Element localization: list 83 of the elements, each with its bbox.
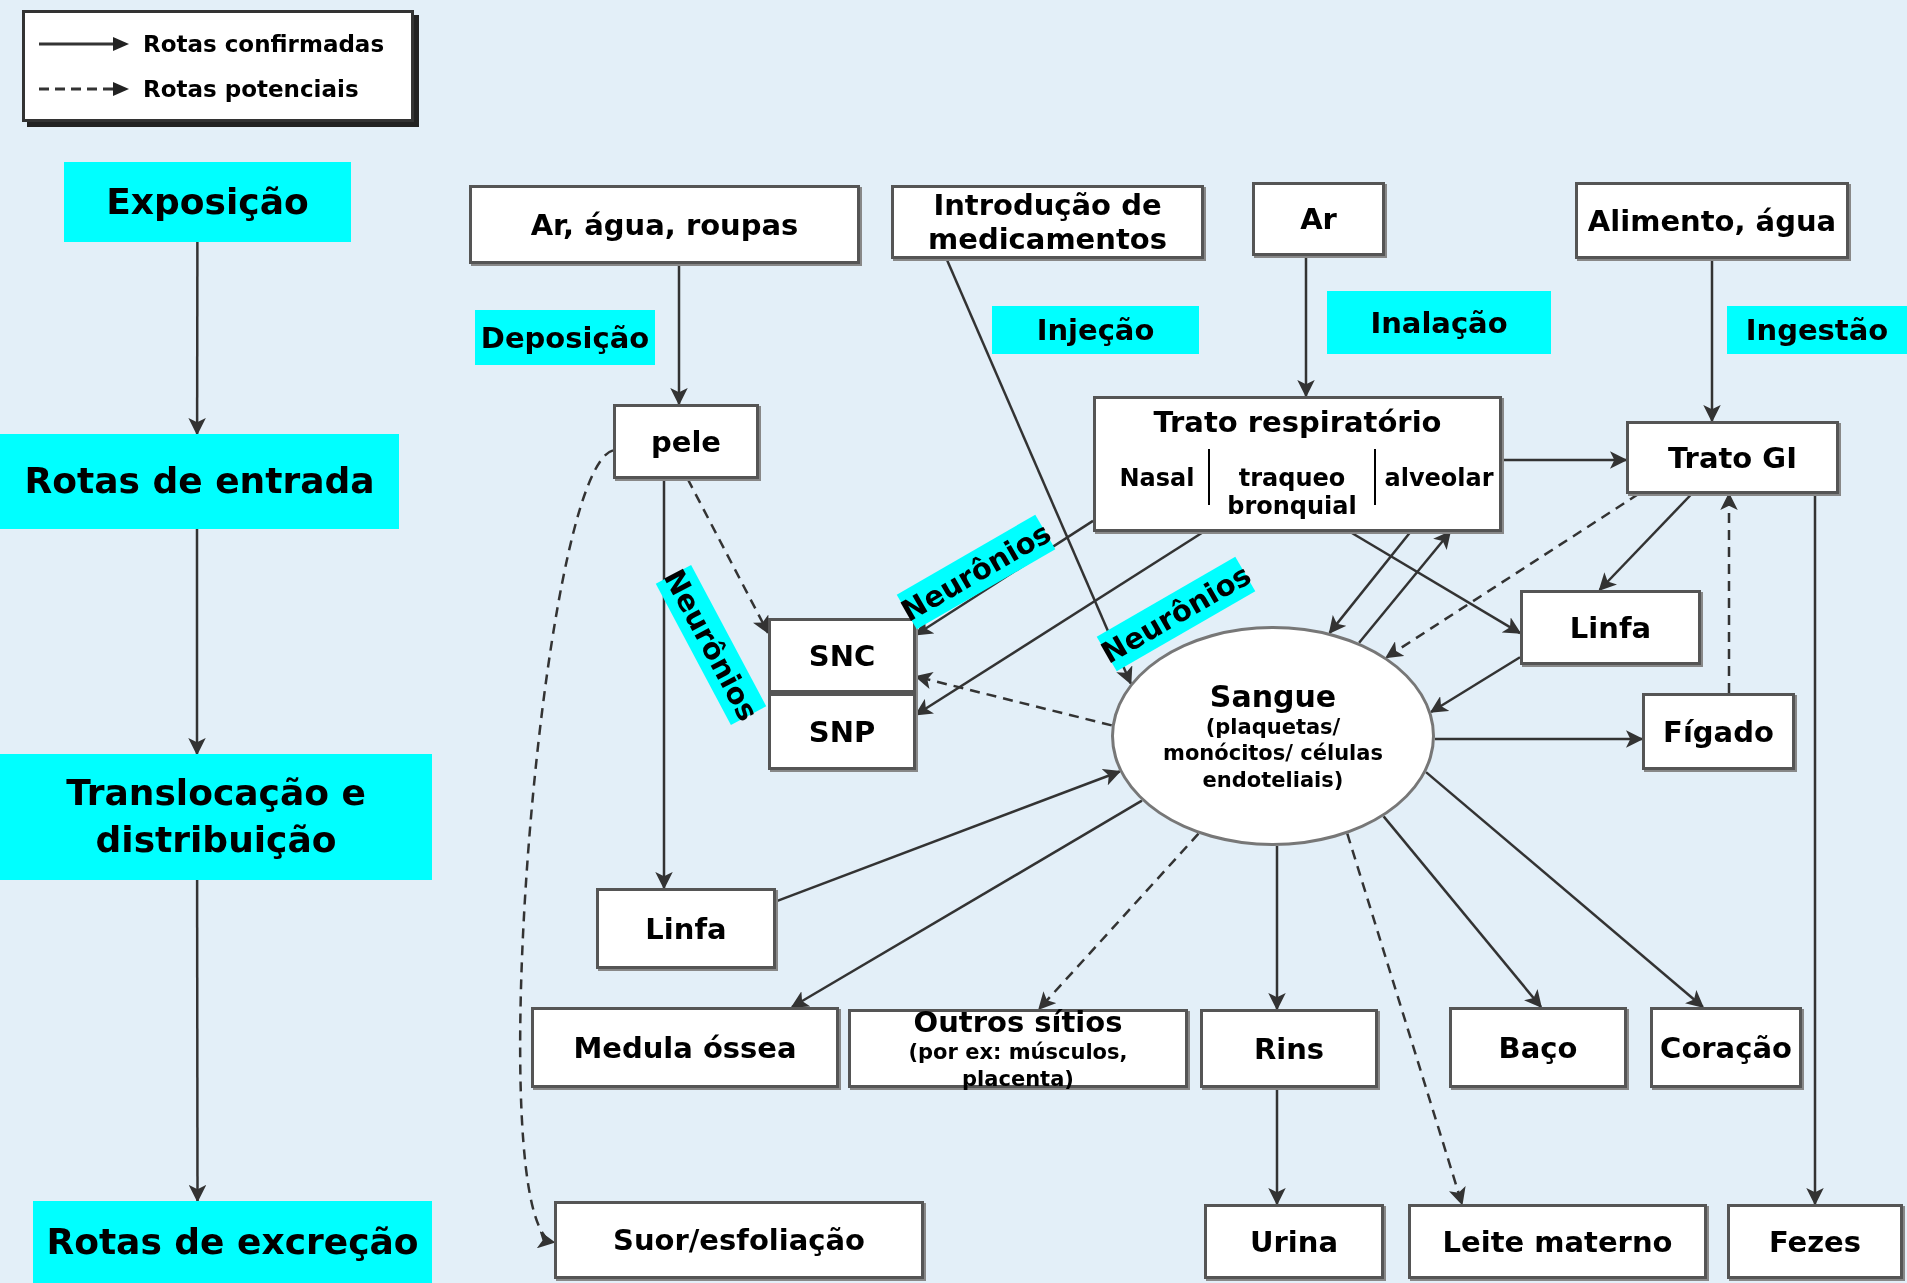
arrow xyxy=(1703,259,1721,423)
process-box xyxy=(1093,396,1502,532)
node-label: Introdução de medicamentos xyxy=(927,188,1168,256)
process-box xyxy=(848,1009,1188,1088)
dashed-arrow xyxy=(1346,833,1466,1206)
stage-box xyxy=(64,162,351,242)
node-label: Sangue xyxy=(1209,679,1337,715)
process-box xyxy=(596,888,776,969)
node-label: Trato GI xyxy=(1668,440,1797,475)
node-label: Rotas de entrada xyxy=(24,459,375,504)
node-label: Outros sítios xyxy=(913,1005,1123,1040)
node-label: Translocação e distribuição xyxy=(65,771,367,862)
stage-box xyxy=(33,1201,432,1283)
node-label: (plaquetas/ monócitos/ células endoteliais) xyxy=(1162,714,1384,793)
arrow xyxy=(1429,656,1521,714)
node-label: Baço xyxy=(1498,1030,1578,1065)
process-box xyxy=(1650,1007,1802,1088)
process-box xyxy=(1200,1009,1378,1088)
node-label: Ar, água, roupas xyxy=(530,207,799,242)
process-box xyxy=(1575,182,1849,259)
arrow xyxy=(188,529,206,756)
node-label: (por ex: músculos, placenta) xyxy=(907,1039,1129,1092)
node-label: Linfa xyxy=(645,911,727,946)
process-box xyxy=(1626,421,1839,494)
arrow xyxy=(1598,493,1693,592)
node-label: Linfa xyxy=(1569,610,1652,645)
node-label: Medula óssea xyxy=(573,1030,797,1065)
edge-label: Inalação xyxy=(1327,291,1551,354)
stage-box xyxy=(0,434,399,529)
arrow xyxy=(945,258,1133,685)
process-box xyxy=(768,693,916,770)
arrow xyxy=(1434,730,1644,748)
arrow xyxy=(1268,846,1286,1011)
node-label: Ar xyxy=(1300,202,1337,236)
node-label: Nasal xyxy=(1118,465,1196,493)
process-box xyxy=(891,185,1204,259)
arrow xyxy=(188,242,206,436)
process-box xyxy=(1204,1204,1384,1279)
stage-box xyxy=(0,754,432,880)
node-label: SNC xyxy=(808,638,876,673)
process-box xyxy=(1642,693,1795,770)
node-label: Alimento, água xyxy=(1587,203,1837,238)
node-label: Urina xyxy=(1250,1224,1338,1259)
arrow xyxy=(655,479,673,890)
process-box xyxy=(554,1201,924,1279)
edge-label: Deposição xyxy=(475,310,655,365)
arrow xyxy=(1806,494,1824,1206)
node-label: Coração xyxy=(1660,1030,1792,1065)
edge-label: Ingestão xyxy=(1727,306,1907,354)
process-box xyxy=(531,1007,839,1088)
arrow xyxy=(1425,771,1704,1008)
node-label: Leite materno xyxy=(1442,1224,1673,1259)
node-label: Suor/esfoliação xyxy=(613,1223,865,1257)
dashed-arrow xyxy=(1038,832,1200,1011)
node-label: traqueo bronquial xyxy=(1226,465,1358,521)
legend-label: Rotas confirmadas xyxy=(143,30,385,57)
process-box xyxy=(613,404,759,479)
node-label: Exposição xyxy=(106,179,309,224)
process-box xyxy=(1408,1204,1707,1279)
process-box xyxy=(1727,1204,1903,1279)
node-label: Trato respiratório xyxy=(1152,405,1443,439)
arrow xyxy=(188,880,207,1203)
node-label: alveolar xyxy=(1383,465,1495,493)
node-label: Fezes xyxy=(1768,1224,1862,1259)
dashed-arrow xyxy=(686,478,770,635)
arrow xyxy=(1268,1088,1286,1206)
process-box xyxy=(469,185,860,264)
node-label: Fígado xyxy=(1663,714,1774,749)
process-box xyxy=(1520,590,1701,665)
arrow xyxy=(790,799,1143,1009)
process-box xyxy=(1449,1007,1627,1088)
edge-label: Injeção xyxy=(992,306,1199,354)
node-label: pele xyxy=(650,424,721,459)
arrow xyxy=(1382,815,1542,1009)
process-box xyxy=(1252,182,1385,256)
arrow xyxy=(1328,531,1412,635)
arrow xyxy=(1502,451,1628,469)
node-label: Rotas de excreção xyxy=(46,1219,419,1264)
node-label: SNP xyxy=(808,714,876,749)
arrow xyxy=(670,264,688,406)
legend-label: Rotas potenciais xyxy=(143,75,359,102)
arrow xyxy=(1297,256,1315,398)
node-label: Rins xyxy=(1253,1031,1325,1066)
